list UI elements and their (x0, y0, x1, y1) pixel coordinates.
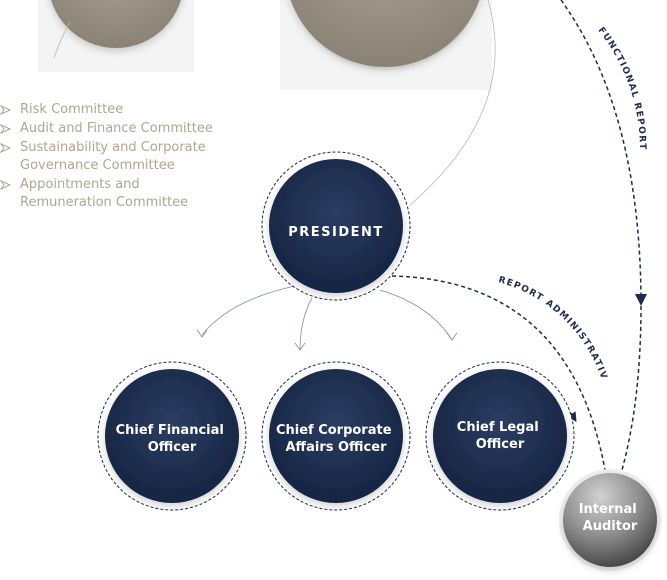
committee-label: Governance Committee (20, 158, 175, 173)
functional-report-label: FUNCTIONAL REPORT (596, 26, 647, 151)
committee-item-appointments: Appointments and Remuneration Committee (0, 176, 240, 212)
connector-cca (299, 297, 313, 351)
president-node[interactable]: PRESIDENT (261, 151, 411, 301)
board-circle-left (51, 0, 181, 48)
triangle-arrow-icon (0, 180, 11, 190)
committee-label: Appointments and (20, 177, 140, 192)
committee-label: Risk Committee (20, 102, 124, 117)
triangle-arrow-icon (0, 143, 11, 153)
chevron-down-icon (294, 342, 306, 351)
officer-node-cca[interactable]: Chief Corporate Affairs Officer (261, 361, 411, 511)
chevron-down-icon (196, 329, 208, 338)
committee-label: Audit and Finance Committee (20, 121, 213, 136)
report-administrative-line (391, 275, 606, 471)
committee-item-risk: Risk Committee (0, 101, 240, 119)
functional-report-line (621, 305, 642, 471)
connector-clo (379, 289, 453, 341)
connector-cfo (201, 285, 296, 336)
committee-label: Sustainability and Corporate (20, 140, 206, 155)
triangle-arrow-icon (0, 105, 11, 115)
report-administrative-arrow (559, 394, 577, 423)
connector-line (53, 21, 71, 59)
committee-item-audit: Audit and Finance Committee (0, 120, 240, 138)
committee-item-sustainability: Sustainability and Corporate Governance … (0, 139, 240, 175)
officer-label-cfo: Chief Financial Officer (116, 423, 229, 455)
officer-node-cfo[interactable]: Chief Financial Officer (97, 361, 247, 511)
connector-line (409, 0, 496, 206)
officer-label-clo: Chief Legal Officer (457, 420, 543, 452)
committee-label: Remuneration Committee (20, 195, 189, 210)
board-circle-center (290, 0, 480, 70)
committee-list: Risk Committee Audit and Finance Committ… (0, 101, 240, 213)
internal-auditor-node[interactable]: Internal Auditor (559, 469, 661, 571)
triangle-arrow-icon (0, 124, 11, 134)
officer-label-cca: Chief Corporate Affairs Officer (276, 423, 396, 455)
officer-node-clo[interactable]: Chief Legal Officer (425, 361, 575, 511)
functional-report-arrow (560, 0, 647, 306)
internal-auditor-label: Internal Auditor (579, 502, 642, 534)
chevron-down-icon (446, 332, 458, 341)
president-label: PRESIDENT (288, 225, 384, 240)
